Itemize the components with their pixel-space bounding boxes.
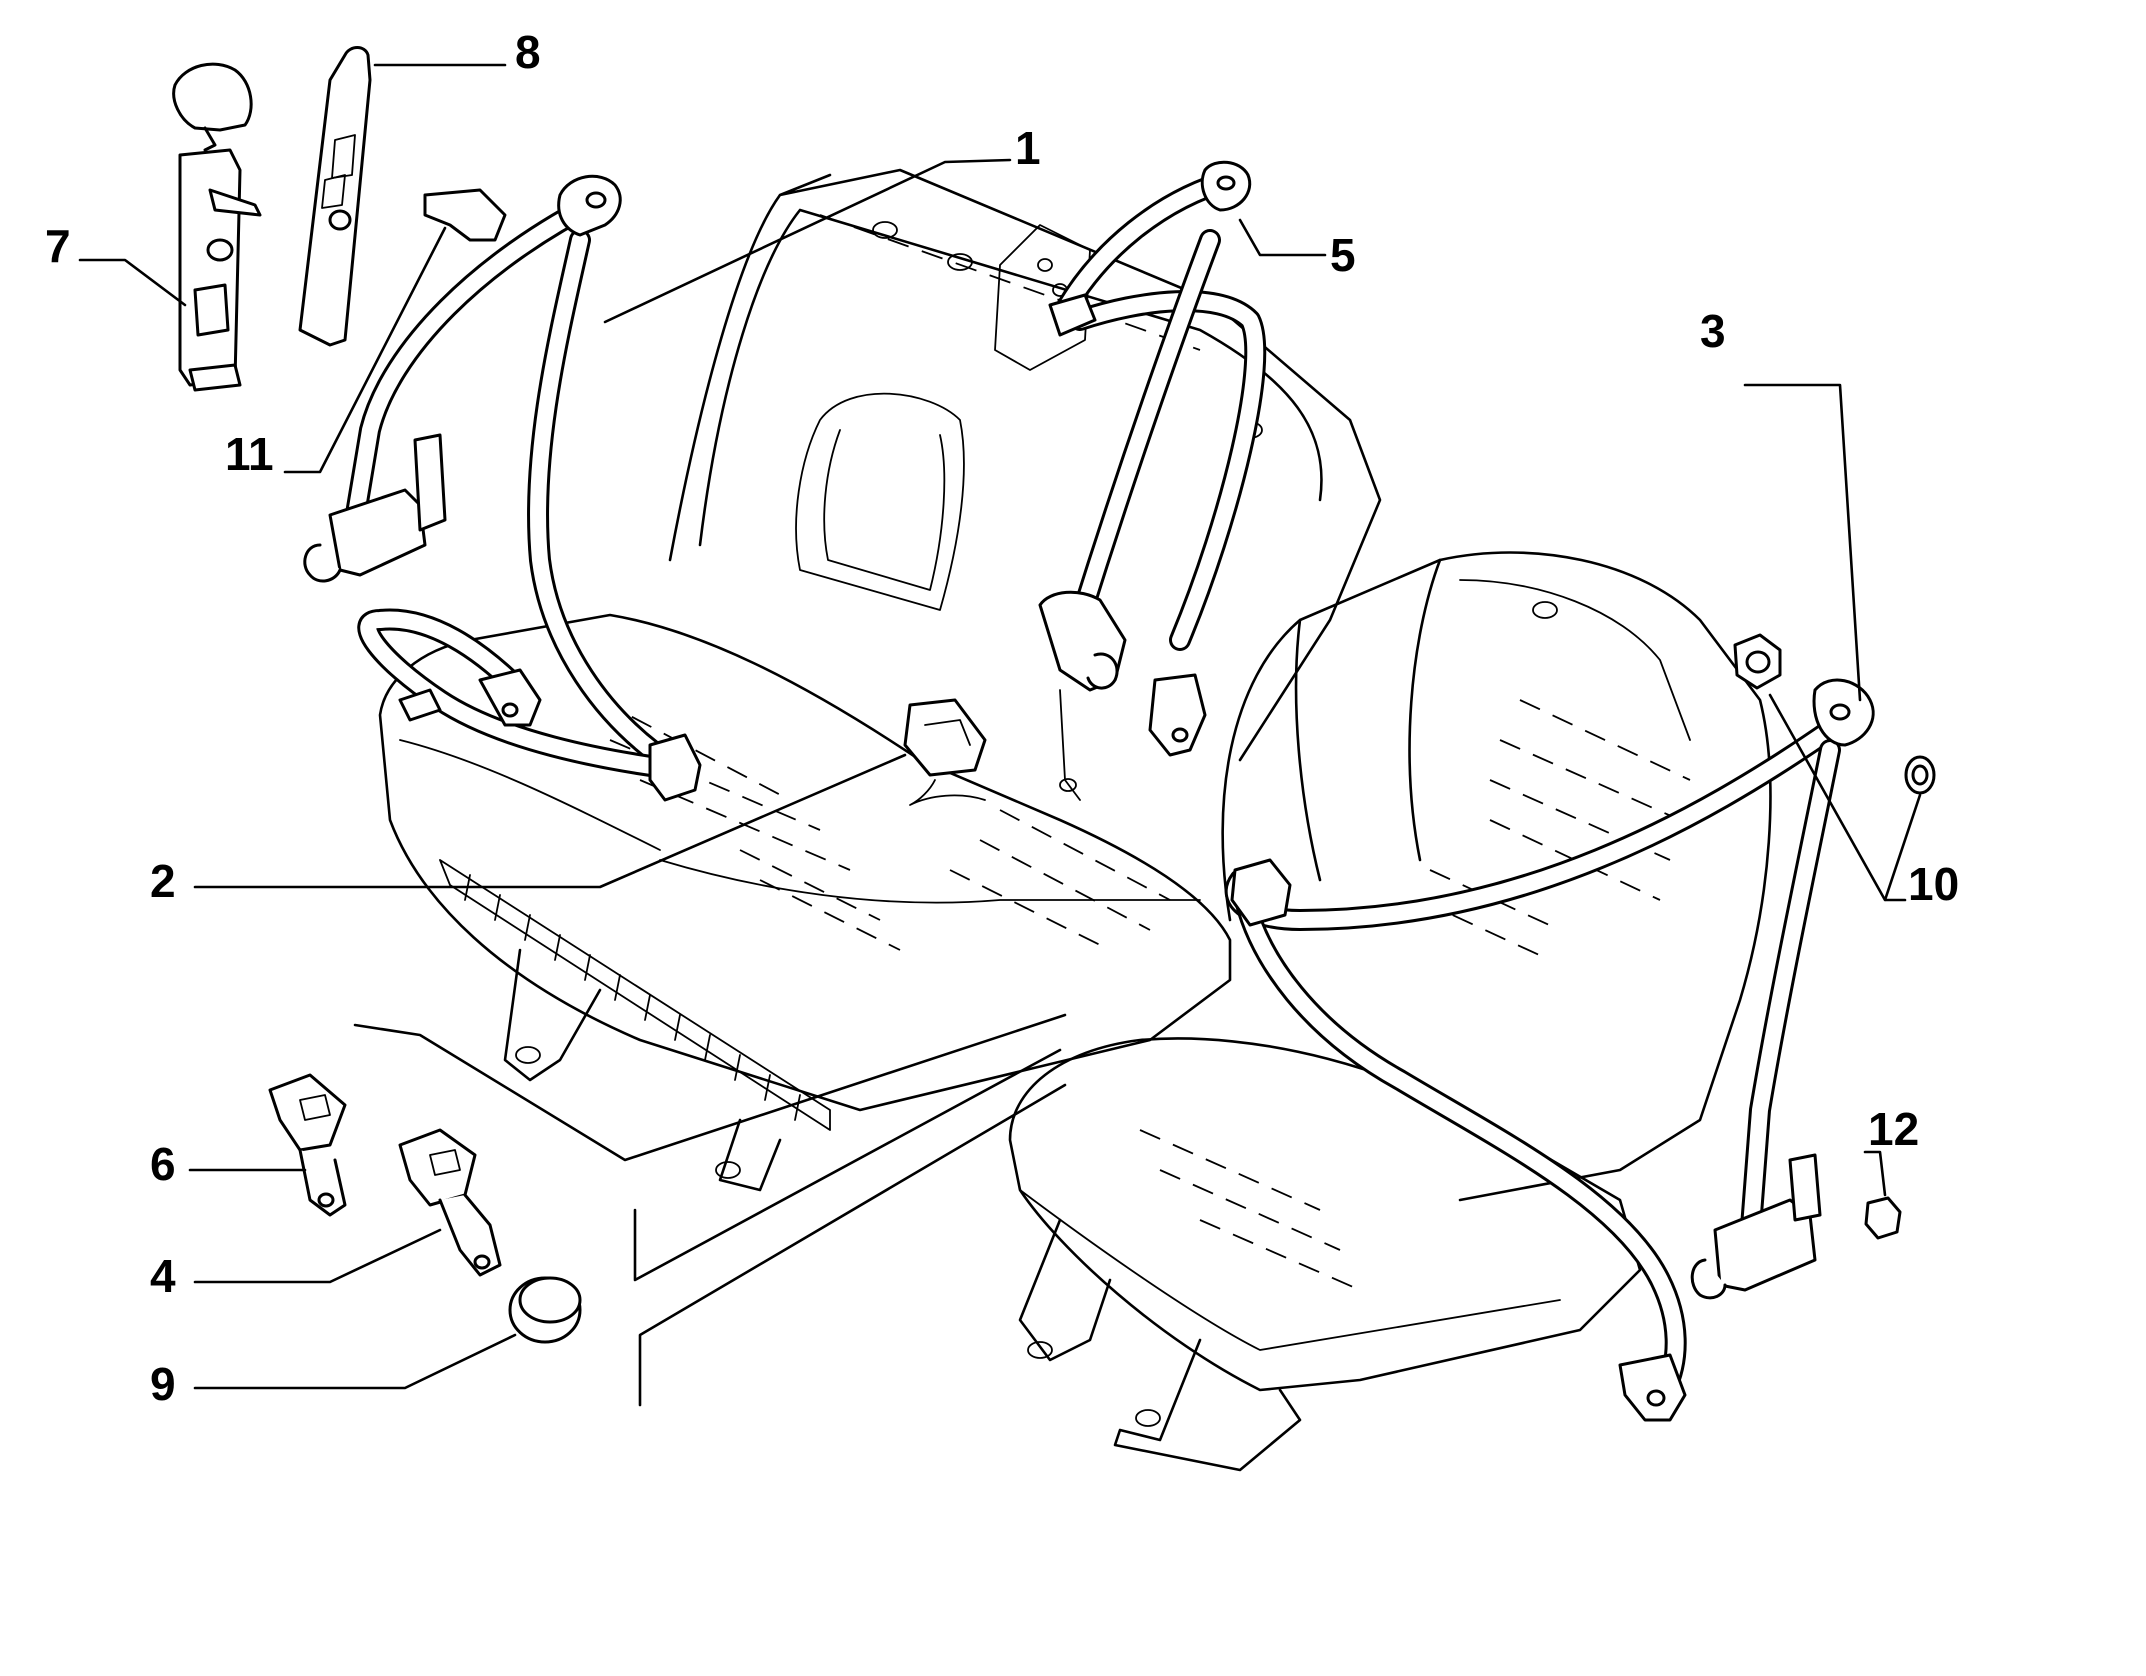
callout-11: 11: [225, 428, 274, 480]
callout-8: 8: [515, 26, 541, 78]
callout-12: 12: [1868, 1103, 1919, 1155]
leader-3: [1743, 383, 1862, 702]
callout-7: 7: [45, 220, 71, 272]
callout-3: 3: [1700, 305, 1726, 357]
leader-10: [1768, 693, 1922, 902]
leader-lines: [78, 63, 1922, 1390]
callout-10: 10: [1908, 858, 1959, 910]
part-11-cover: [423, 188, 507, 242]
callout-1: 1: [1015, 122, 1041, 174]
callout-9: 9: [150, 1358, 176, 1410]
leader-11: [283, 226, 447, 474]
part-4-buckle: [398, 1128, 502, 1277]
leader-1: [603, 158, 1012, 324]
callout-5: 5: [1330, 229, 1356, 281]
part-1-left-three-point-belt: [303, 174, 702, 802]
part-3-right-three-point-belt: [1224, 678, 1875, 1422]
part-12-nut: [1864, 1196, 1902, 1240]
leader-4: [193, 1228, 442, 1284]
callout-4: 4: [150, 1250, 176, 1302]
part-7-height-adjuster: [172, 62, 262, 392]
callout-6: 6: [150, 1138, 176, 1190]
part-2-center-buckle: [903, 698, 987, 806]
callout-labels: 1 2 3 4 5 6 7 8 9 10 11 12: [45, 26, 1959, 1410]
leader-5: [1238, 218, 1327, 257]
part-10-nut-and-washer: [1733, 633, 1936, 795]
callout-2: 2: [150, 855, 176, 907]
part-9-cap: [508, 1276, 582, 1344]
leader-12: [1863, 1150, 1887, 1197]
leader-2: [193, 753, 907, 889]
reference-lines: [353, 1013, 1067, 1407]
part-5-center-three-point-belt: [994, 160, 1267, 801]
rear-bench-seat: [378, 168, 1382, 1192]
leader-9: [193, 1333, 517, 1390]
leader-7: [78, 258, 187, 307]
front-single-seat: [1008, 551, 1772, 1472]
part-8-guide-rail: [298, 46, 372, 347]
part-6-buckle: [268, 1073, 347, 1217]
